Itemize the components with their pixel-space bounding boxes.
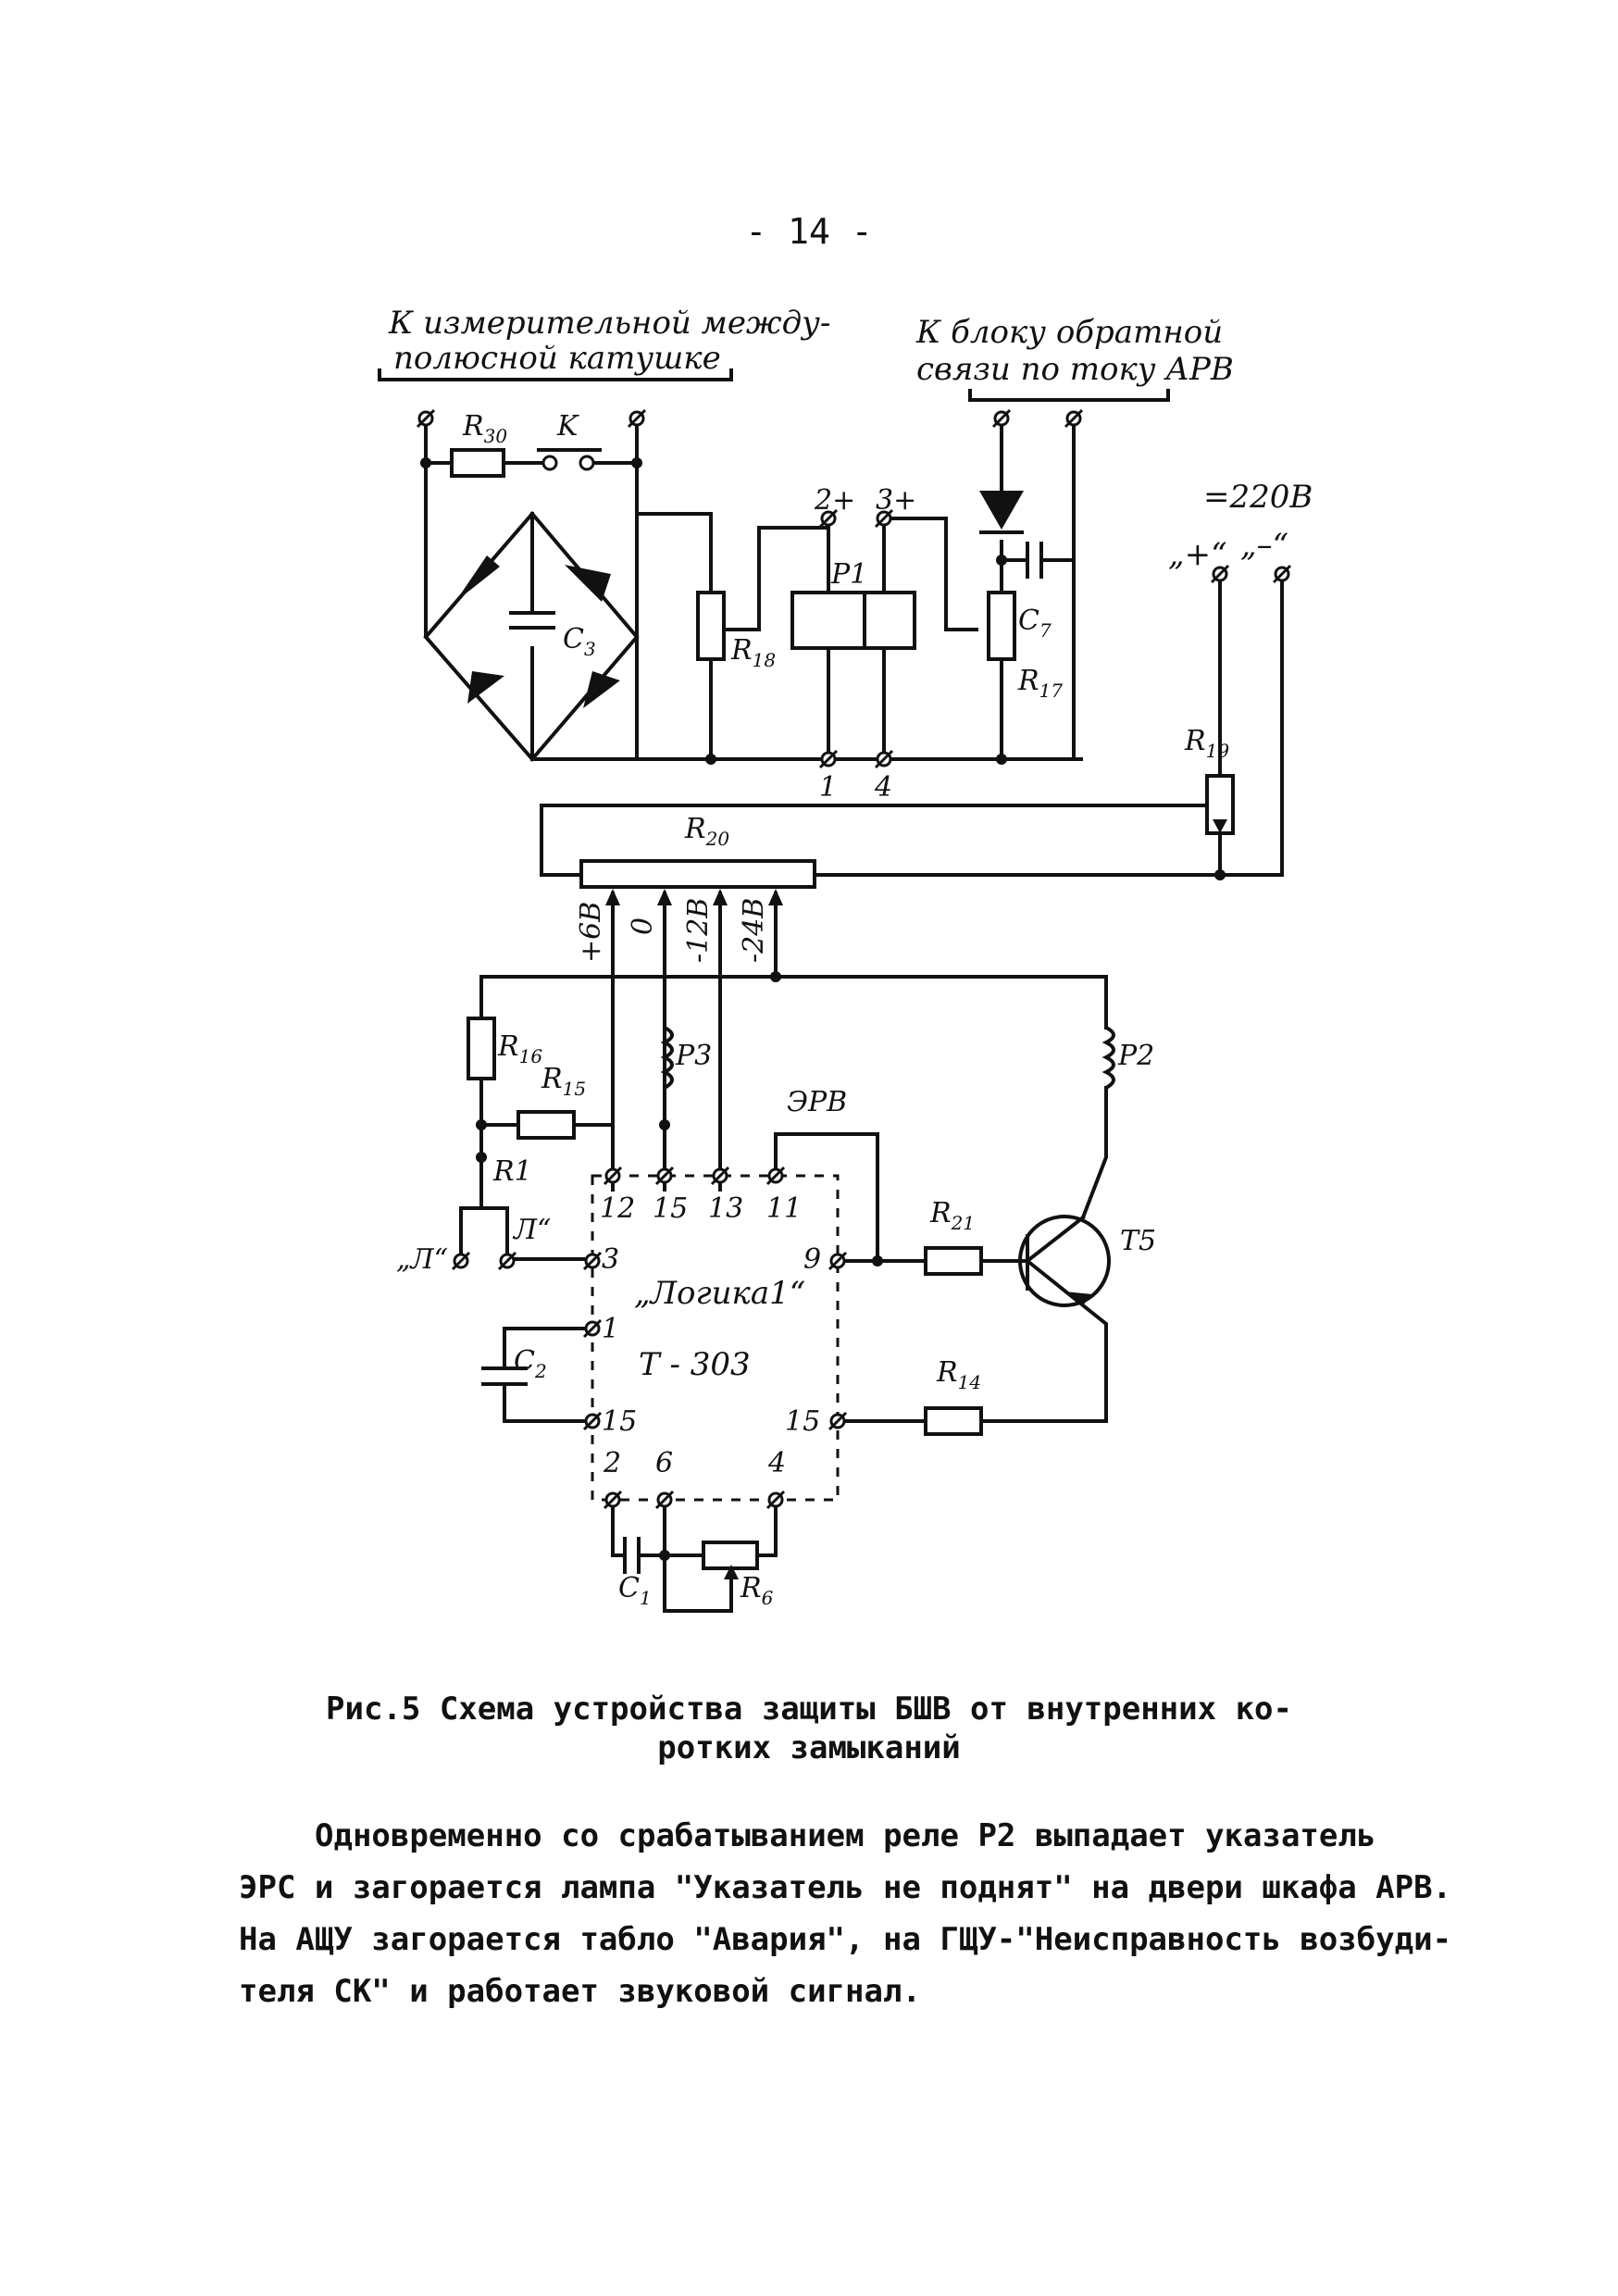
pin-2: 2 (603, 1447, 621, 1479)
r15-sub: 15 (563, 1078, 586, 1100)
pin-1: 1 (602, 1313, 619, 1345)
tap-minus24v: -24В (738, 898, 770, 963)
top-left-caption-line1: К измерительной между- (388, 305, 830, 342)
pin-4: 4 (767, 1447, 786, 1479)
erv-label: ЭРВ (787, 1086, 847, 1118)
r18-sub: 18 (753, 649, 776, 671)
p1-label: P1 (830, 558, 867, 591)
l-right-label: Л“ (512, 1214, 551, 1246)
top-right-caption-line1: К блоку обратной (915, 314, 1223, 351)
r14-sub: 14 (958, 1371, 981, 1393)
pin-15b: 15 (602, 1405, 637, 1438)
r21-label: R21 (929, 1197, 975, 1234)
r18-label: R18 (730, 634, 776, 671)
c3-sub: 3 (584, 638, 596, 660)
c2-sub: 2 (534, 1360, 547, 1382)
r17-main: R (1017, 665, 1039, 697)
tap-plus6v: +6В (575, 902, 607, 963)
body-line-2: ЭРС и загорается лампа "Указатель не под… (239, 1869, 1452, 1906)
r30-label: R30 (462, 410, 507, 447)
r19-main: R (1184, 725, 1206, 757)
c1-main: C (618, 1572, 640, 1604)
body-paragraph: Одновременно со срабатыванием реле Р2 вы… (239, 1810, 1452, 2017)
c3-label: C3 (563, 623, 596, 660)
k-label: K (556, 410, 579, 443)
figure-caption-line2: ротких замыканий (657, 1729, 961, 1766)
terminal-1: 1 (819, 771, 837, 804)
r16-sub: 16 (519, 1045, 543, 1067)
pin-6: 6 (655, 1447, 673, 1479)
logic-block-type: Т - 303 (639, 1346, 751, 1383)
figure-caption: Рис.5 Схема устройства защиты БШВ от вну… (0, 1690, 1618, 1767)
r20-label: R20 (684, 813, 729, 850)
r21-main: R (929, 1197, 952, 1229)
pin-15a: 15 (653, 1192, 688, 1225)
p3-label: P3 (675, 1040, 712, 1072)
r15-main: R (541, 1063, 563, 1095)
terminal-2plus: 2+ (814, 484, 855, 517)
r14-main: R (936, 1356, 958, 1389)
r20-sub: 20 (705, 828, 730, 850)
body-line-3: На АЩУ загорается табло "Авария", на ГЩУ… (239, 1921, 1452, 1958)
p2-label: P2 (1117, 1040, 1154, 1072)
r16-main: R (497, 1030, 519, 1063)
r6-sub: 6 (762, 1587, 774, 1609)
r17-sub: 17 (1039, 680, 1064, 702)
top-left-caption-line2: полюсной катушке (393, 340, 721, 377)
r16-label: R16 (497, 1030, 542, 1067)
c2-label: C2 (514, 1345, 547, 1382)
r14-label: R14 (936, 1356, 981, 1393)
r6-label: R6 (740, 1572, 774, 1609)
tap-minus12v: -12В (682, 898, 715, 963)
body-line-4: теля СК" и работает звуковой сигнал. (239, 1973, 921, 2010)
plus-terminal-label: „+“ (1168, 536, 1226, 573)
figure-caption-line1: Рис.5 Схема устройства защиты БШВ от вну… (326, 1691, 1292, 1728)
terminal-4: 4 (874, 771, 892, 804)
body-line-1: Одновременно со срабатыванием реле Р2 вы… (315, 1817, 1376, 1854)
minus-terminal-label: „–“ (1240, 527, 1288, 564)
c1-sub: 1 (640, 1587, 652, 1609)
r21-sub: 21 (951, 1212, 975, 1234)
c7-label: C7 (1018, 605, 1052, 642)
r19-label: R19 (1184, 725, 1229, 762)
voltage-220-label: =220В (1203, 479, 1313, 516)
pin-15c: 15 (785, 1405, 820, 1438)
logic-block-name: „Логика1“ (634, 1275, 805, 1312)
r18-main: R (730, 634, 753, 667)
t5-label: T5 (1120, 1225, 1156, 1257)
top-right-caption-line2: связи по току АРВ (916, 351, 1234, 388)
c7-sub: 7 (1039, 619, 1052, 642)
r19-sub: 19 (1206, 740, 1230, 762)
l-left-label: „Л“ (396, 1243, 448, 1276)
pin-3: 3 (602, 1243, 619, 1276)
protection-circuit-schematic: К измерительной между- полюсной катушке … (378, 305, 1313, 1613)
page-number: - 14 - (745, 211, 873, 252)
c2-main: C (514, 1345, 535, 1378)
pin-11: 11 (766, 1192, 802, 1225)
terminal-3plus: 3+ (876, 484, 916, 517)
r30-sub: 30 (484, 425, 508, 447)
c1-label: C1 (618, 1572, 652, 1609)
pin-13: 13 (708, 1192, 743, 1225)
r15-label: R15 (541, 1063, 586, 1100)
r1-label: R1 (492, 1155, 532, 1188)
pin-12: 12 (600, 1192, 635, 1225)
c7-main: C (1018, 605, 1039, 637)
r17-label: R17 (1017, 665, 1063, 702)
r6-main: R (740, 1572, 762, 1604)
r30-main: R (462, 410, 484, 443)
tap-0v: 0 (627, 917, 659, 935)
c3-main: C (563, 623, 584, 655)
pin-9: 9 (803, 1243, 821, 1276)
r20-main: R (684, 813, 706, 845)
